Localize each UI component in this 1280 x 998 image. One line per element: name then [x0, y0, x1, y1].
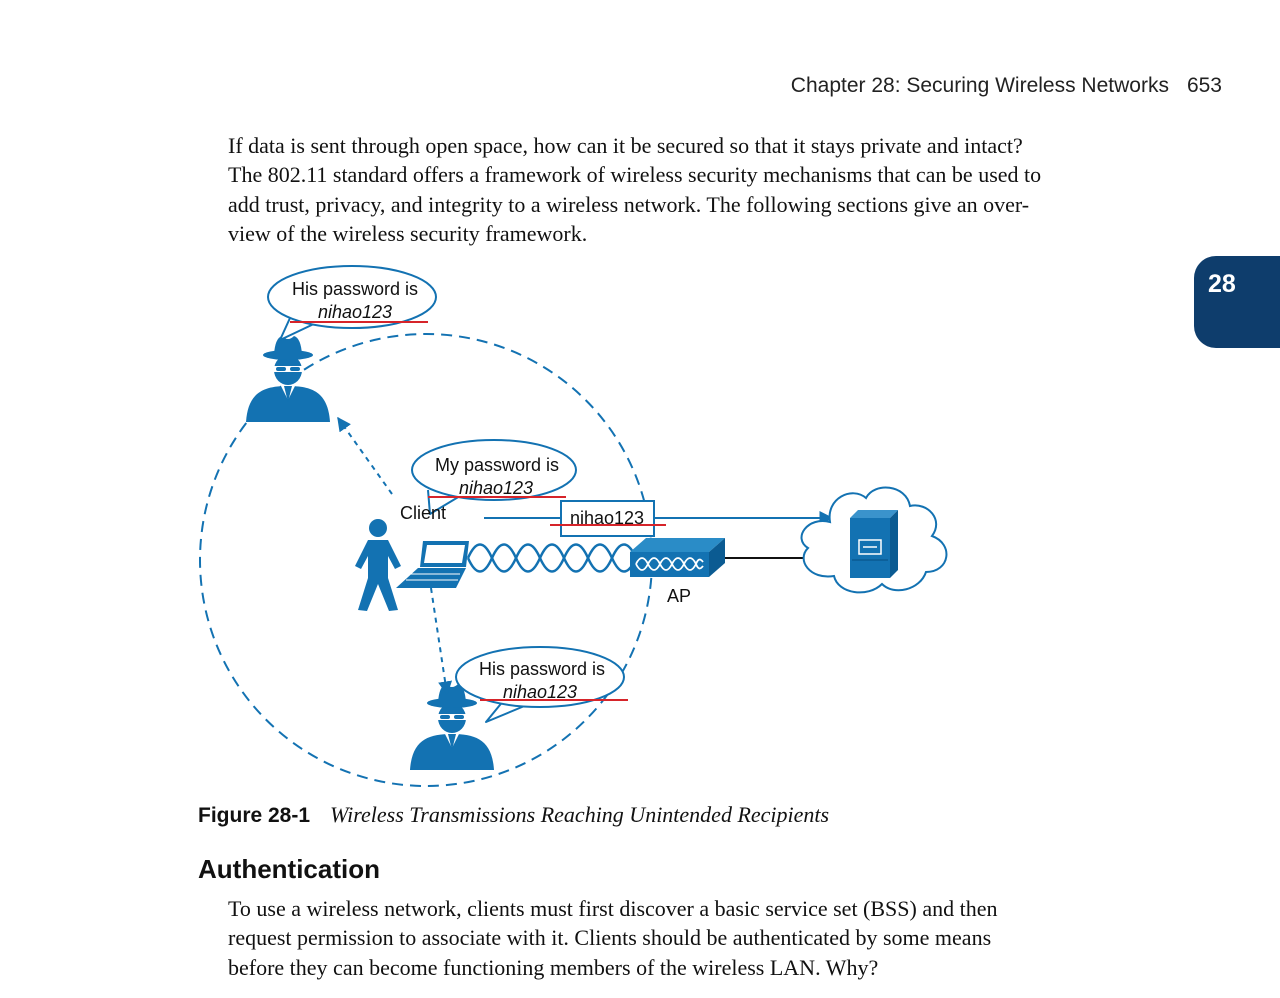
access-point-icon: [630, 538, 725, 577]
bubble-line: My password is: [435, 455, 559, 475]
running-head: Chapter 28: Securing Wireless Networks 65…: [791, 74, 1222, 98]
bubble-password: nihao123: [459, 478, 533, 498]
page-number: 653: [1186, 74, 1222, 97]
radio-waves: [466, 543, 638, 573]
paragraph-line: The 802.11 standard offers a framework o…: [228, 162, 1042, 188]
figure-label: Figure 28-1: [198, 804, 311, 827]
section-heading: Authentication: [198, 854, 380, 884]
person-icon: [355, 519, 401, 611]
radio-waves: [466, 543, 638, 573]
top-speech-bubble: His password is nihao123: [267, 265, 437, 341]
leak-arrow: [337, 416, 393, 495]
paragraph-line: To use a wireless network, clients must …: [228, 896, 998, 921]
figure-caption-text: Wireless Transmissions Reaching Unintend…: [330, 802, 830, 827]
auth-paragraph: To use a wireless network, clients must …: [228, 894, 998, 982]
paragraph-line: before they can become functioning membe…: [228, 954, 879, 980]
eavesdropper-icon: [246, 336, 330, 422]
ap-label: AP: [667, 586, 691, 606]
chapter-title: Chapter 28: Securing Wireless Networks: [790, 74, 1169, 97]
server-icon: [850, 510, 898, 578]
bubble-line: His password is: [292, 279, 418, 299]
paragraph-line: If data is sent through open space, how …: [228, 133, 1023, 158]
figure-caption: Figure 28-1 Wireless Transmissions Reachi…: [198, 802, 829, 828]
bottom-speech-bubble: His password is nihao123: [455, 646, 628, 723]
paragraph-line: view of the wireless security framework.: [228, 220, 588, 246]
client-label: Client: [400, 503, 446, 523]
intro-paragraph: If data is sent through open space, how …: [228, 131, 1041, 248]
bubble-password: nihao123: [318, 302, 392, 322]
paragraph-line: request permission to associate with it.…: [228, 925, 992, 951]
packet-label: nihao123: [570, 508, 644, 528]
laptop-icon: [396, 541, 469, 588]
chapter-tab: 28: [1194, 256, 1280, 348]
client-speech-bubble: My password is nihao123: [411, 439, 577, 515]
bubble-password: nihao123: [503, 682, 577, 702]
leak-arrow: [430, 587, 453, 696]
packet-box: nihao123: [550, 500, 666, 537]
chapter-tab-number: 28: [1208, 270, 1236, 298]
paragraph-line: add trust, privacy, and integrity to a w…: [228, 191, 1030, 217]
bubble-line: His password is: [479, 659, 605, 679]
